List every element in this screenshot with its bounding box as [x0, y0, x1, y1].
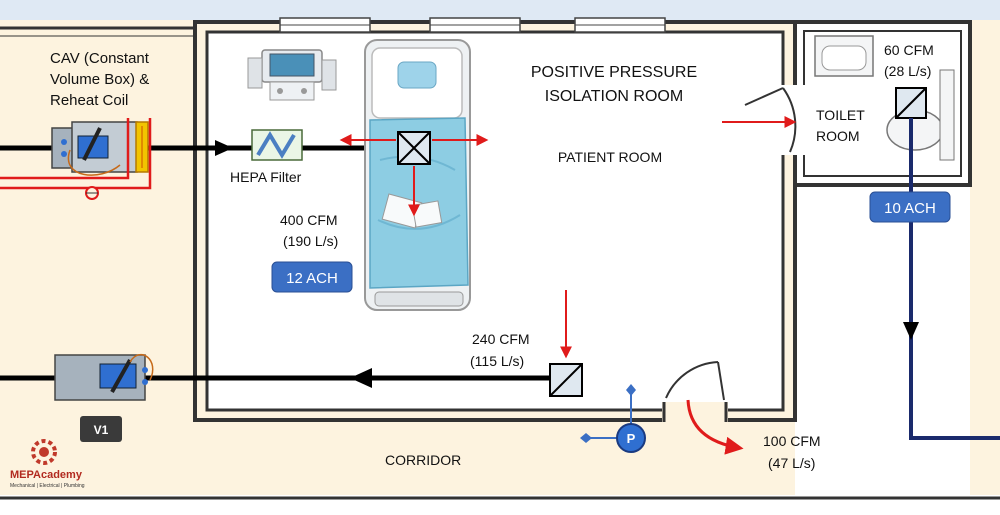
toilet-door-opening [779, 85, 809, 155]
logo-tagline: Mechanical | Electrical | Plumbing [10, 483, 85, 489]
adjacent-space [795, 185, 970, 495]
supply-ach-text: 12 ACH [286, 270, 338, 287]
top-strip [0, 0, 1000, 20]
door-cfm-label: 100 CFM [763, 433, 821, 449]
v1-label: V1 [94, 423, 109, 437]
reheat-piping [0, 118, 152, 200]
windows [279, 17, 666, 33]
corridor-door-swing [665, 361, 719, 399]
hepa-label: HEPA Filter [230, 169, 302, 185]
return-ls-label: (115 L/s) [470, 353, 524, 369]
return-cfm-label: 240 CFM [472, 331, 530, 347]
supply-diffuser [397, 131, 431, 165]
return-duct-arrow [350, 368, 372, 388]
cav-label-line2: Volume Box) & [50, 71, 149, 88]
corridor-label: CORRIDOR [385, 452, 461, 468]
toilet-cfm-label: 60 CFM [884, 42, 934, 58]
exhaust-duct-arrow [903, 322, 919, 340]
toilet-label-line2: ROOM [816, 128, 860, 144]
supply-cfm-label: 400 CFM [280, 212, 338, 228]
corridor-door-leaf [717, 361, 725, 401]
v1-box [54, 353, 154, 401]
toilet-door-leaf [744, 87, 784, 106]
toilet-fixture [886, 69, 955, 161]
return-grille [549, 363, 583, 397]
cav-box [51, 121, 148, 173]
logo-name: MEPAcademy [10, 469, 83, 481]
toilet-label-line1: TOILET [816, 107, 865, 123]
pressure-sensor-label: P [627, 431, 636, 446]
pressure-sensor [580, 384, 646, 453]
mepacademy-logo [31, 439, 57, 465]
hepa-filter [251, 129, 303, 161]
cav-label-line1: CAV (Constant [50, 50, 150, 67]
supply-duct-arrow [215, 140, 233, 156]
room-title-line1: POSITIVE PRESSURE [531, 64, 697, 81]
toilet-exhaust-duct [909, 118, 1000, 440]
patient-room-label: PATIENT ROOM [558, 149, 662, 165]
reheat-coil [135, 121, 149, 173]
hospital-bed [364, 39, 471, 311]
toilet-ls-label: (28 L/s) [884, 63, 931, 79]
toilet-sink [814, 35, 874, 77]
door-ls-label: (47 L/s) [768, 455, 815, 471]
cav-label-line3: Reheat Coil [50, 92, 128, 109]
room-title-line2: ISOLATION ROOM [545, 88, 683, 105]
toilet-ach-badge [869, 191, 951, 223]
supply-ach-badge [271, 261, 353, 293]
bottom-strip [0, 495, 1000, 515]
door-leakage-arrow [686, 399, 744, 455]
toilet-exhaust-grille [895, 87, 927, 119]
medical-monitor [247, 49, 337, 101]
supply-air-arrows [339, 134, 489, 217]
supply-ls-label: (190 L/s) [283, 233, 338, 249]
v1-tag [80, 416, 122, 442]
toilet-ach-text: 10 ACH [884, 200, 936, 217]
